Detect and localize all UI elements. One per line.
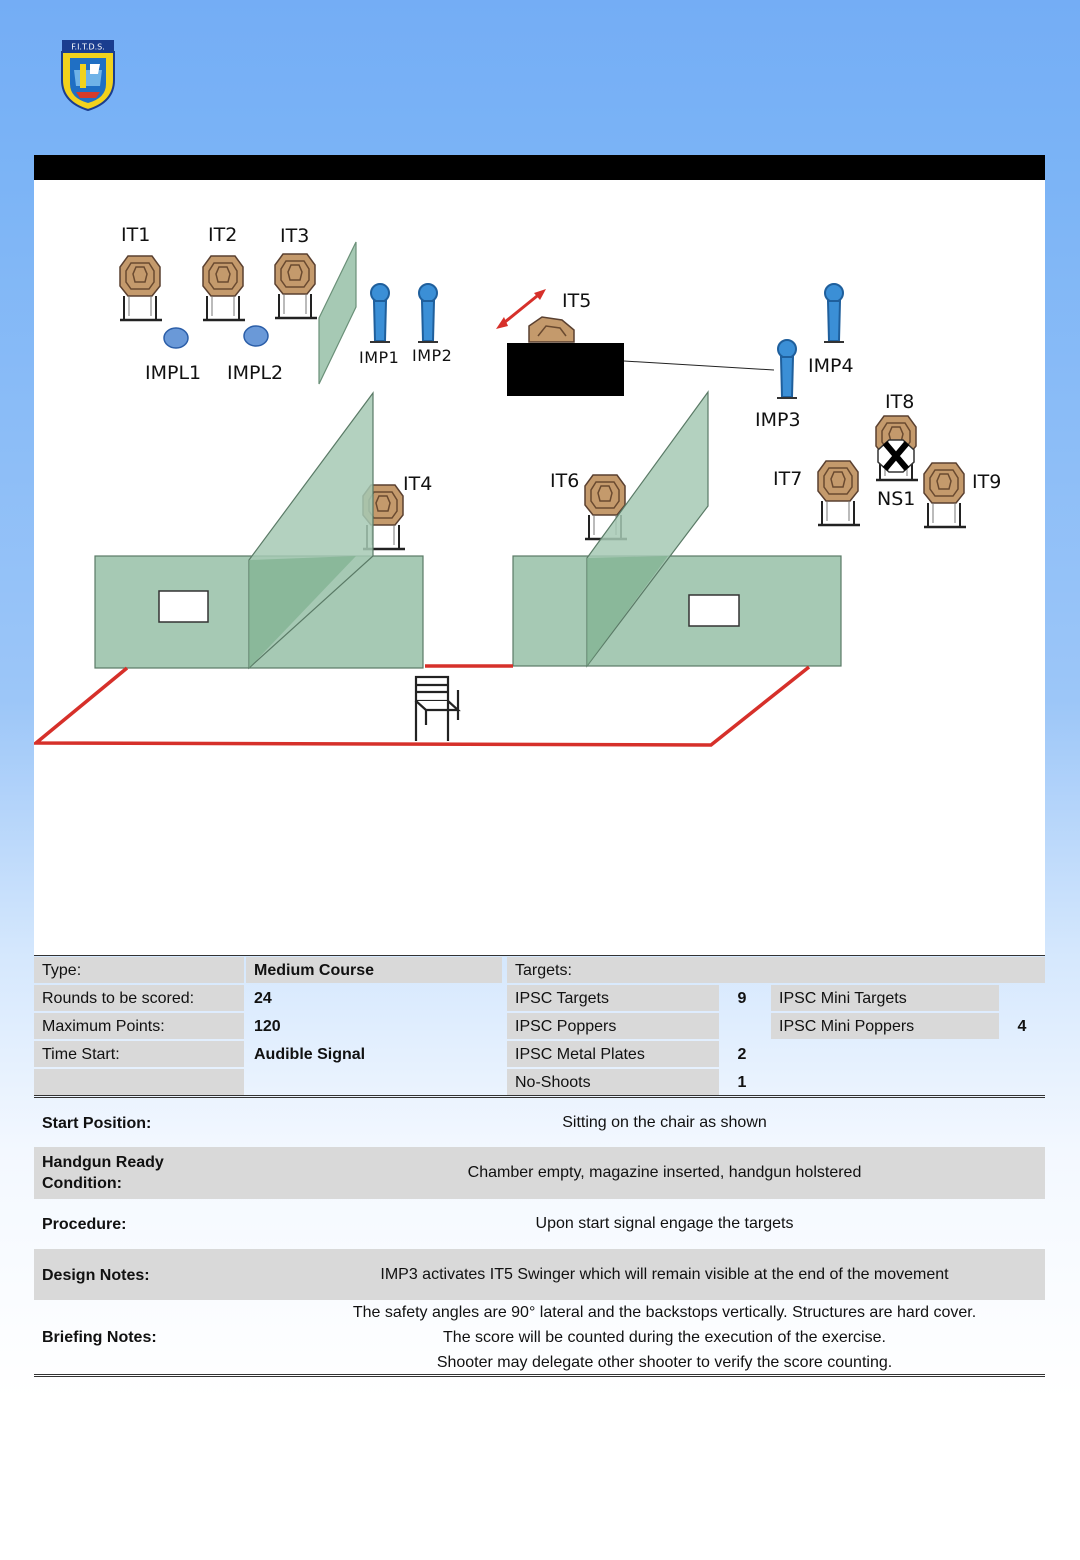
- impl2-metal-plate: [243, 325, 269, 347]
- mini-target-count: [1002, 985, 1042, 1011]
- start-chair: [414, 675, 461, 741]
- fitds-logo: F.I.T.D.S.: [61, 40, 115, 112]
- stage-title-bar: [34, 155, 1045, 180]
- rounds-label: Rounds to be scored:: [34, 985, 244, 1011]
- stage-diagram: IT1 IT2 IT3 IMPL1 IMPL2 IMP1 IMP2 IT5 IM…: [34, 224, 1001, 747]
- target-count: 2: [737, 1046, 747, 1063]
- imp1-label: IMP1: [359, 348, 399, 367]
- it4-label: IT4: [403, 473, 432, 495]
- points-value: 120: [254, 1018, 281, 1035]
- targets-header: Targets:: [507, 957, 1045, 983]
- type-label: Type:: [34, 957, 244, 983]
- ns1-no-shoot: [877, 439, 915, 473]
- target-name: IPSC Metal Plates: [507, 1041, 719, 1067]
- it9-ipsc-target: [922, 461, 968, 529]
- target-name: IPSC Targets: [507, 985, 719, 1011]
- design-notes-label: Design Notes:: [42, 1267, 150, 1284]
- it7-ipsc-target: [816, 459, 862, 527]
- it7-label: IT7: [773, 468, 802, 490]
- back-wall-panel: [318, 241, 357, 385]
- it3-label: IT3: [280, 225, 309, 247]
- type-value: Medium Course: [246, 957, 502, 983]
- it9-label: IT9: [972, 471, 1001, 493]
- swinger-cover-box: [507, 343, 624, 396]
- target-count: 9: [737, 990, 747, 1007]
- it5-swinger-target: [528, 316, 575, 343]
- imp3-mini-popper: [776, 339, 798, 399]
- impl1-label: IMPL1: [145, 362, 201, 384]
- procedure-label: Procedure:: [42, 1216, 127, 1233]
- impl2-label: IMPL2: [227, 362, 283, 384]
- design-notes-row: Design Notes: IMP3 activates IT5 Swinger…: [34, 1249, 1045, 1300]
- imp2-label: IMP2: [412, 346, 452, 365]
- impl1-metal-plate: [163, 327, 189, 349]
- activation-cable: [623, 360, 775, 371]
- it1-label: IT1: [121, 224, 150, 246]
- briefing-notes-label: Briefing Notes:: [42, 1329, 157, 1346]
- swinger-motion-arrow: [499, 290, 543, 328]
- it6-label: IT6: [550, 470, 579, 492]
- target-count: [722, 1013, 762, 1039]
- imp3-label: IMP3: [755, 409, 801, 431]
- briefing-line: Shooter may delegate other shooter to ve…: [436, 1354, 893, 1371]
- procedure-row: Procedure: Upon start signal engage the …: [34, 1199, 1045, 1249]
- stage-info-table: Type: Medium Course Rounds to be scored:…: [34, 955, 1045, 1097]
- time-start-label: Time Start:: [34, 1041, 244, 1067]
- imp4-mini-popper: [823, 283, 845, 343]
- ns1-label: NS1: [877, 488, 915, 510]
- ready-condition-row: Handgun Ready Condition: Chamber empty, …: [34, 1147, 1045, 1199]
- target-name: IPSC Poppers: [507, 1013, 719, 1039]
- it8-label: IT8: [885, 391, 914, 413]
- empty-cell: [34, 1069, 244, 1095]
- target-count: 1: [737, 1074, 747, 1091]
- left-wall-window: [158, 590, 209, 623]
- it3-ipsc-target: [273, 252, 319, 320]
- mini-target-name: IPSC Mini Poppers: [771, 1013, 999, 1039]
- mini-target-count: 4: [1017, 1018, 1027, 1035]
- briefing-line: The score will be counted during the exe…: [443, 1329, 886, 1346]
- start-position-row: Start Position: Sitting on the chair as …: [34, 1100, 1045, 1147]
- ready-condition-label: Handgun Ready: [42, 1154, 164, 1171]
- it2-ipsc-target: [201, 254, 247, 322]
- start-position-value: Sitting on the chair as shown: [562, 1114, 767, 1131]
- it2-label: IT2: [208, 224, 237, 246]
- briefing-line: The safety angles are 90° lateral and th…: [352, 1304, 977, 1321]
- right-wall-window: [688, 594, 740, 627]
- bottom-divider: [34, 1374, 1045, 1377]
- points-label: Maximum Points:: [34, 1013, 244, 1039]
- procedure-value: Upon start signal engage the targets: [535, 1215, 794, 1232]
- start-position-label: Start Position:: [42, 1115, 152, 1132]
- briefing-notes-row: Briefing Notes: The safety angles are 90…: [34, 1300, 1045, 1376]
- it5-label: IT5: [562, 290, 591, 312]
- time-start-value: Audible Signal: [254, 1046, 366, 1063]
- ready-condition-label: Condition:: [42, 1175, 122, 1192]
- ready-condition-value: Chamber empty, magazine inserted, handgu…: [467, 1164, 862, 1181]
- mini-target-name: IPSC Mini Targets: [771, 985, 999, 1011]
- design-notes-value: IMP3 activates IT5 Swinger which will re…: [380, 1266, 949, 1283]
- it1-ipsc-target: [118, 254, 164, 322]
- imp2-mini-popper: [417, 283, 439, 343]
- rounds-value: 24: [254, 990, 272, 1007]
- divider: [34, 1095, 1045, 1098]
- imp4-label: IMP4: [808, 355, 854, 377]
- right-wall: [512, 555, 842, 667]
- imp1-mini-popper: [369, 283, 391, 343]
- svg-text:F.I.T.D.S.: F.I.T.D.S.: [71, 43, 105, 52]
- target-name: No-Shoots: [507, 1069, 719, 1095]
- shooting-area-fault-line: [34, 665, 811, 747]
